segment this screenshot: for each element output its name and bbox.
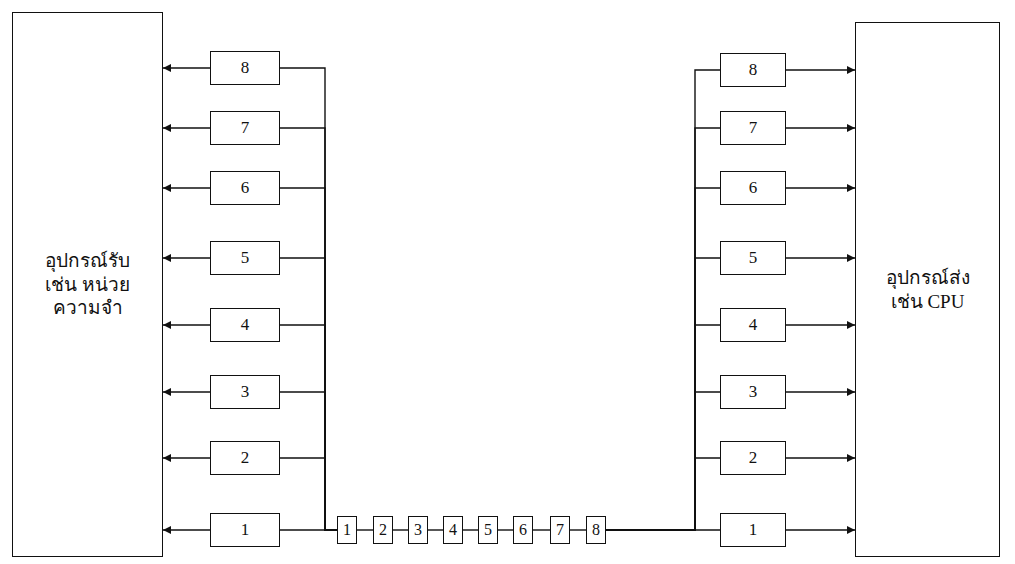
bit-number: 3	[241, 381, 250, 402]
bit-number: 6	[519, 520, 527, 540]
bit-box: 7	[550, 516, 570, 544]
data-arrow	[786, 127, 855, 128]
data-arrow	[163, 257, 210, 258]
register-box: 5	[210, 241, 280, 275]
data-arrow	[786, 187, 855, 188]
bus-wire	[280, 325, 337, 530]
data-arrow	[163, 529, 210, 530]
bit-box: 5	[478, 516, 498, 544]
bus-wire	[606, 258, 720, 530]
bit-box: 8	[586, 516, 606, 544]
bus-wire	[606, 128, 720, 530]
register-box: 3	[210, 375, 280, 409]
data-arrow	[163, 324, 210, 325]
bus-wire	[357, 529, 373, 530]
data-arrow	[163, 187, 210, 188]
bit-number: 3	[749, 381, 758, 402]
register-box: 1	[210, 513, 280, 547]
register-box: 6	[720, 171, 786, 205]
bit-number: 1	[749, 519, 758, 540]
register-box: 3	[720, 375, 786, 409]
bit-number: 6	[241, 177, 250, 198]
bus-wire	[280, 188, 337, 530]
data-arrow	[786, 529, 855, 530]
bit-number: 4	[241, 314, 250, 335]
bit-number: 8	[592, 520, 600, 540]
bit-box: 1	[337, 516, 357, 544]
bus-wire	[606, 325, 720, 530]
data-arrow	[163, 391, 210, 392]
bit-number: 6	[749, 177, 758, 198]
bit-number: 2	[241, 447, 250, 468]
bit-number: 4	[749, 314, 758, 335]
bus-wire	[463, 529, 478, 530]
bus-wire	[280, 258, 337, 530]
register-box: 4	[720, 308, 786, 342]
bit-number: 8	[241, 57, 250, 78]
receiver-box: อุปกรณ์รับ เช่น หน่วยความจำ	[12, 12, 163, 557]
bit-number: 3	[414, 520, 422, 540]
bit-number: 4	[449, 520, 457, 540]
register-box: 4	[210, 308, 280, 342]
register-box: 2	[210, 441, 280, 475]
bit-number: 1	[241, 519, 250, 540]
bus-wire	[533, 529, 550, 530]
bit-number: 7	[241, 117, 250, 138]
bit-box: 2	[373, 516, 393, 544]
bus-wire	[498, 529, 513, 530]
register-box: 7	[720, 111, 786, 145]
bus-wire	[280, 68, 337, 530]
device-label: อุปกรณ์รับ เช่น หน่วยความจำ	[36, 249, 140, 320]
data-arrow	[786, 324, 855, 325]
data-arrow	[163, 67, 210, 68]
bus-wire	[606, 70, 720, 530]
bit-number: 5	[241, 247, 250, 268]
register-box: 2	[720, 441, 786, 475]
data-arrow	[163, 127, 210, 128]
bus-wire	[280, 458, 337, 530]
register-box: 6	[210, 171, 280, 205]
data-arrow	[786, 257, 855, 258]
device-label: อุปกรณ์ส่ง เช่น CPU	[876, 266, 980, 314]
bus-wire	[280, 529, 337, 530]
bit-box: 6	[513, 516, 533, 544]
register-box: 5	[720, 241, 786, 275]
bit-box: 4	[443, 516, 463, 544]
bus-wire	[606, 529, 720, 530]
register-box: 8	[210, 51, 280, 85]
bit-number: 7	[749, 117, 758, 138]
register-box: 8	[720, 53, 786, 87]
bus-wire	[393, 529, 408, 530]
register-box: 1	[720, 513, 786, 547]
bit-number: 7	[556, 520, 564, 540]
sender-box: อุปกรณ์ส่ง เช่น CPU	[855, 22, 1000, 557]
bit-number: 2	[379, 520, 387, 540]
bus-wire	[606, 188, 720, 530]
data-arrow	[786, 69, 855, 70]
bus-wire	[606, 392, 720, 530]
bus-wire	[280, 392, 337, 530]
bus-wire	[428, 529, 443, 530]
data-arrow	[786, 457, 855, 458]
bit-number: 2	[749, 447, 758, 468]
bit-number: 8	[749, 59, 758, 80]
bit-number: 5	[484, 520, 492, 540]
bit-number: 5	[749, 247, 758, 268]
bus-wire	[606, 458, 720, 530]
bus-wire	[280, 128, 337, 530]
bit-number: 1	[343, 520, 351, 540]
bit-box: 3	[408, 516, 428, 544]
bus-wire	[570, 529, 586, 530]
data-arrow	[163, 457, 210, 458]
register-box: 7	[210, 111, 280, 145]
data-arrow	[786, 391, 855, 392]
